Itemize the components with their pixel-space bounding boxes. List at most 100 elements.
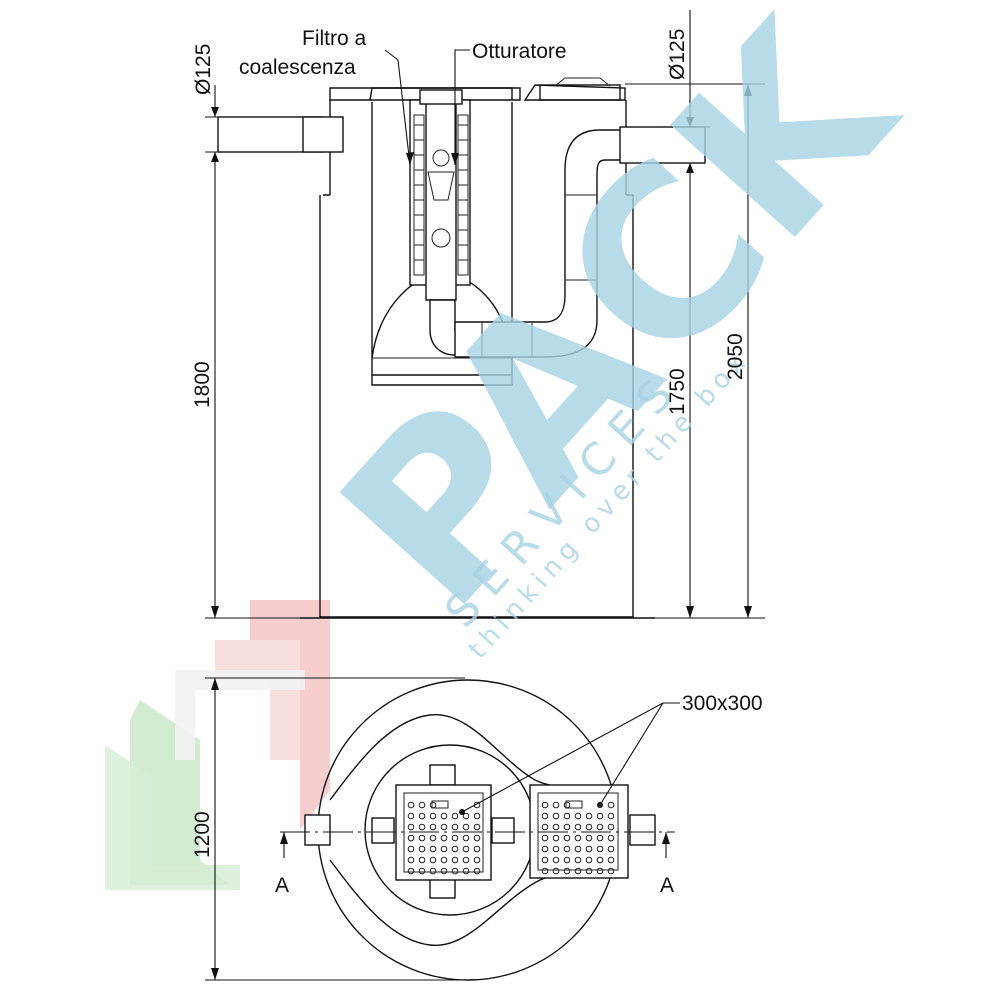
grid-hole — [440, 845, 448, 853]
grid-hole — [451, 834, 459, 842]
grid-hole — [563, 834, 571, 842]
height-1750-label: 1750 — [666, 368, 689, 415]
grid-hole — [596, 845, 604, 853]
grid-hole — [418, 834, 426, 842]
shutter-label: Otturatore — [472, 40, 567, 63]
grid-hole — [407, 834, 415, 842]
grid-hole — [541, 823, 549, 831]
grid-hole — [407, 823, 415, 831]
grid-hole — [607, 812, 615, 820]
grid-hole — [462, 812, 470, 820]
grid-hole — [440, 856, 448, 864]
grid-hole — [563, 823, 571, 831]
grid-hole — [552, 812, 560, 820]
section-a-right: A — [660, 874, 674, 897]
diameter-1200-label: 1200 — [191, 811, 214, 858]
grid-hole — [607, 845, 615, 853]
grid-hole — [473, 845, 481, 853]
grid-hole — [563, 812, 571, 820]
grid-hole — [440, 867, 448, 875]
grid-hole — [440, 812, 448, 820]
grid-hole — [451, 812, 459, 820]
grid-hole — [541, 867, 549, 875]
grid-hole — [451, 845, 459, 853]
grid-hole — [473, 823, 481, 831]
grid-hole — [607, 867, 615, 875]
height-2050-label: 2050 — [724, 333, 747, 380]
plan-view — [205, 677, 680, 981]
grid-hole — [552, 856, 560, 864]
grid-hole — [574, 856, 582, 864]
grid-hole — [552, 867, 560, 875]
grid-hole — [541, 834, 549, 842]
grid-hole — [429, 823, 437, 831]
grid-hole — [574, 845, 582, 853]
grid-hole — [541, 801, 549, 809]
grid-hole — [418, 867, 426, 875]
grid-hole — [585, 812, 593, 820]
grid-hole — [407, 812, 415, 820]
grid-hole — [429, 867, 437, 875]
grid-hole — [541, 856, 549, 864]
grid-hole — [462, 823, 470, 831]
grid-hole — [574, 812, 582, 820]
grid-hole — [585, 845, 593, 853]
grid-hole — [541, 812, 549, 820]
grid-hole — [418, 856, 426, 864]
labels: Filtro a coalescenza Otturatore Ø125 Ø12… — [191, 27, 763, 897]
grid-hole — [407, 867, 415, 875]
grid-hole — [596, 856, 604, 864]
grid-hole — [585, 856, 593, 864]
filter-label-line1: Filtro a — [302, 27, 367, 50]
grid-hole — [574, 823, 582, 831]
grid-hole — [418, 845, 426, 853]
grid-hole — [407, 845, 415, 853]
grid-hole — [596, 834, 604, 842]
grid-hole — [473, 834, 481, 842]
grid-hole — [607, 856, 615, 864]
grid-hole — [429, 812, 437, 820]
grid-hole — [574, 834, 582, 842]
grid-hole — [473, 856, 481, 864]
grid-hole — [596, 823, 604, 831]
grid-hole — [462, 845, 470, 853]
grid-size-label: 300x300 — [682, 692, 763, 715]
grid-hole — [552, 801, 560, 809]
filter-label-line2: coalescenza — [239, 56, 356, 79]
hatch-grid-right — [541, 801, 615, 875]
diam-left-label: Ø125 — [192, 44, 215, 95]
section-a-left: A — [275, 874, 289, 897]
grid-hole — [418, 812, 426, 820]
grid-hole — [585, 834, 593, 842]
grid-hole — [607, 834, 615, 842]
grid-hole — [451, 867, 459, 875]
dimensions-elevation — [205, 10, 765, 619]
grid-hole — [574, 867, 582, 875]
grid-hole — [563, 845, 571, 853]
grid-hole — [585, 867, 593, 875]
diam-right-label: Ø125 — [666, 29, 689, 80]
grid-hole — [552, 834, 560, 842]
grid-hole — [462, 856, 470, 864]
grid-hole — [552, 845, 560, 853]
grid-hole — [563, 867, 571, 875]
grid-hole — [462, 867, 470, 875]
grid-hole — [473, 867, 481, 875]
grid-hole — [440, 823, 448, 831]
grid-hole — [429, 801, 437, 809]
grid-hole — [429, 834, 437, 842]
grid-hole — [563, 801, 571, 809]
grid-hole — [418, 801, 426, 809]
grid-hole — [552, 823, 560, 831]
watermark-brand: PACK — [292, 0, 946, 657]
grid-hole — [541, 845, 549, 853]
grid-hole — [451, 823, 459, 831]
grid-hole — [607, 801, 615, 809]
grid-hole — [407, 856, 415, 864]
logo-chevrons — [105, 600, 330, 890]
grid-hole — [440, 834, 448, 842]
grid-hole — [407, 801, 415, 809]
grid-hole — [596, 867, 604, 875]
grid-hole — [585, 823, 593, 831]
